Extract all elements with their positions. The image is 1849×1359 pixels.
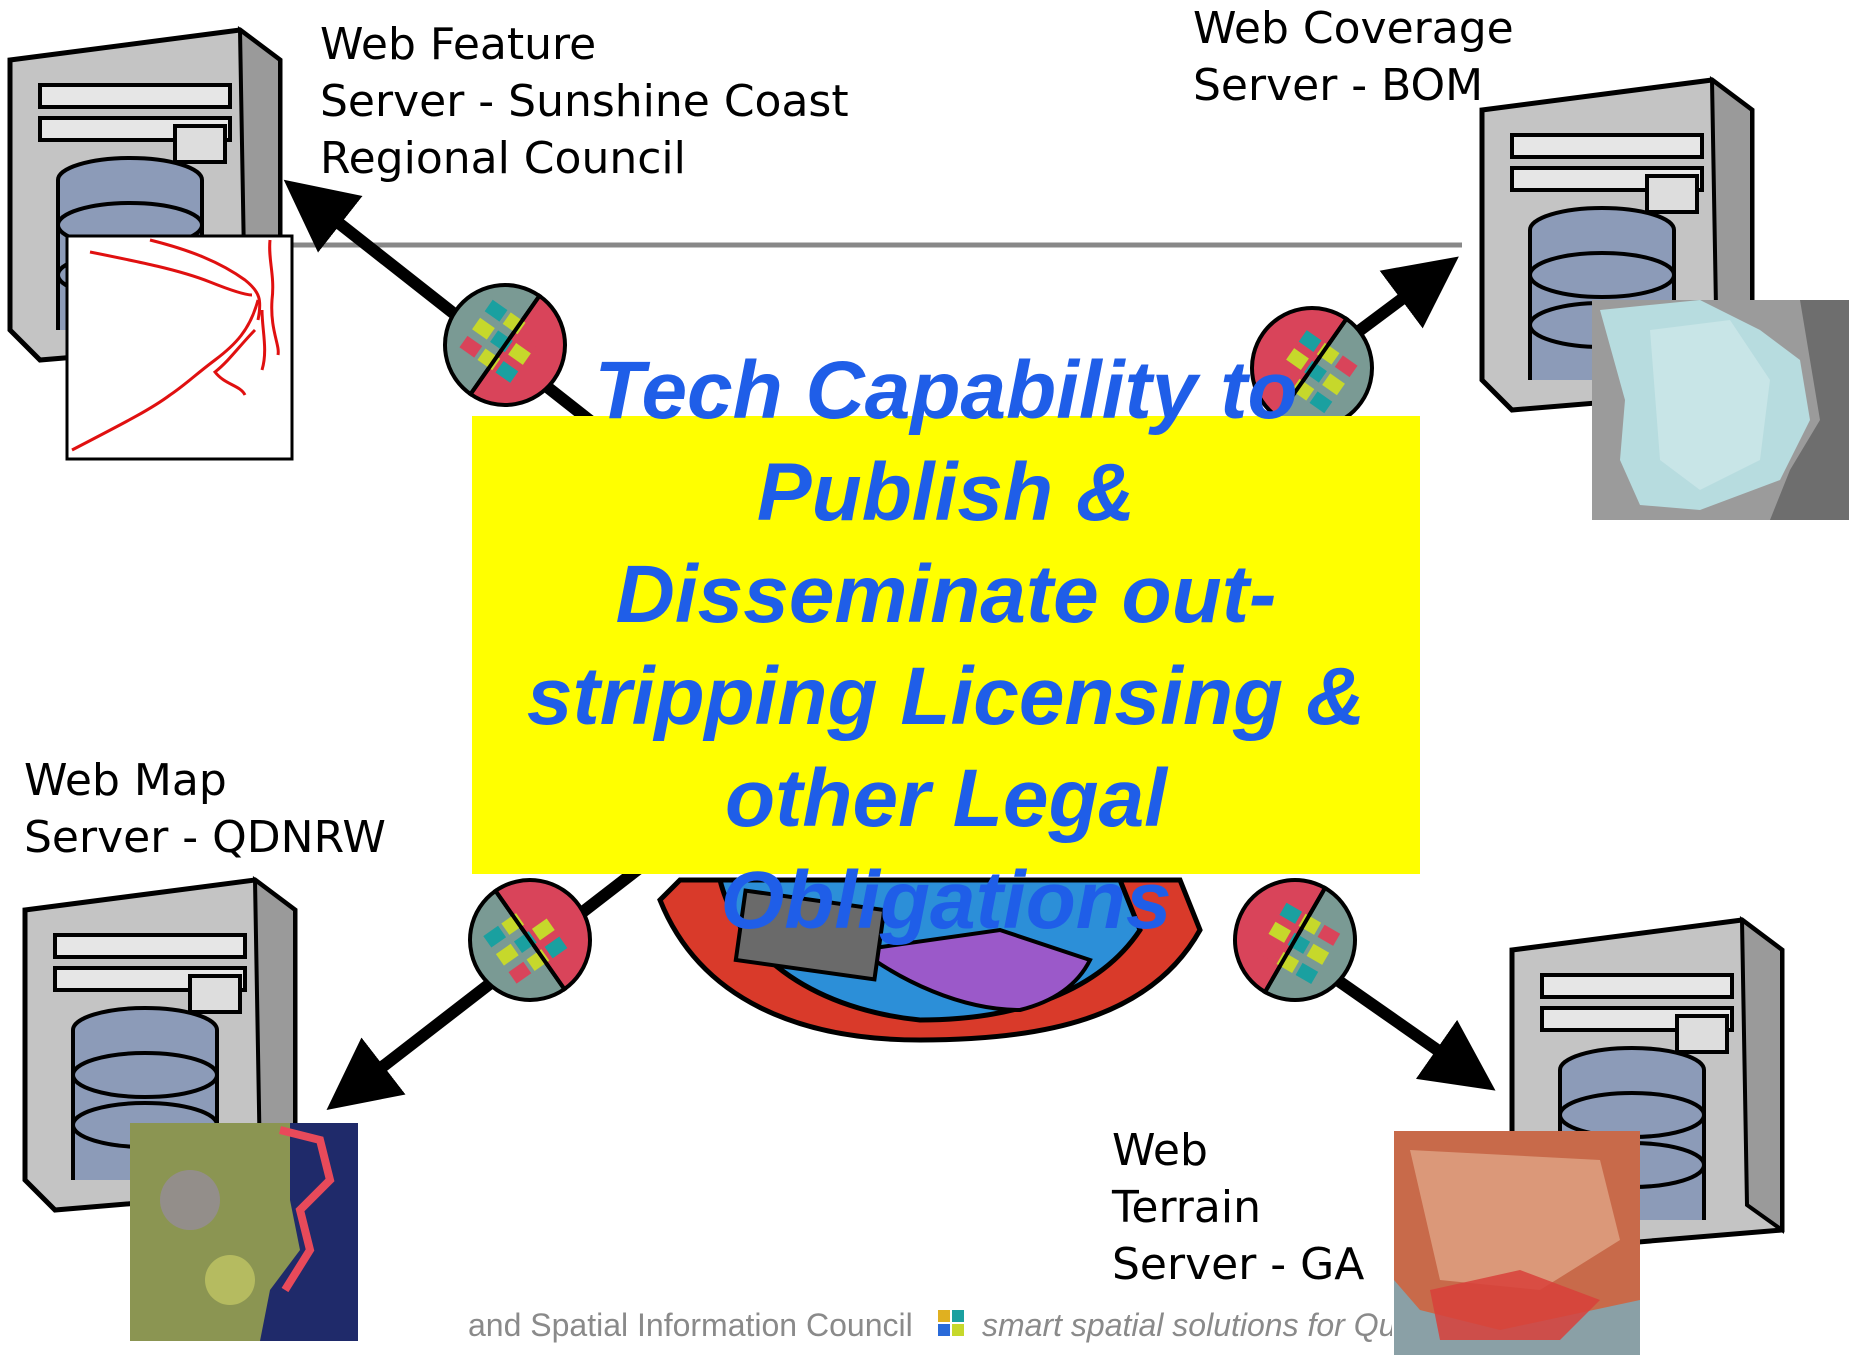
wts-server-label: Web Terrain Server - GA [1112,1125,1365,1290]
wts-terrain-thumbnail [1394,1131,1640,1355]
headline-text: Tech Capability to Publish & Disseminate… [526,345,1366,946]
wms-map-thumbnail [130,1123,358,1341]
wcs-server-label: Web Coverage Server - BOM [1193,3,1514,111]
headline-highlight-box [472,416,1420,874]
wcs-coverage-map-thumbnail [1592,300,1849,520]
wfs-server-label: Web Feature Server - Sunshine Coast Regi… [320,19,849,184]
footer-organisation-text: and Spatial Information Council [468,1307,913,1343]
central-figure-illustration [657,877,1203,1043]
footer-logo-icon [938,1310,964,1336]
wms-server-label: Web Map Server - QDNRW [24,755,386,863]
footer-tagline-text: smart spatial solutions for Qu [982,1307,1392,1343]
wfs-feature-map-thumbnail [65,234,294,461]
